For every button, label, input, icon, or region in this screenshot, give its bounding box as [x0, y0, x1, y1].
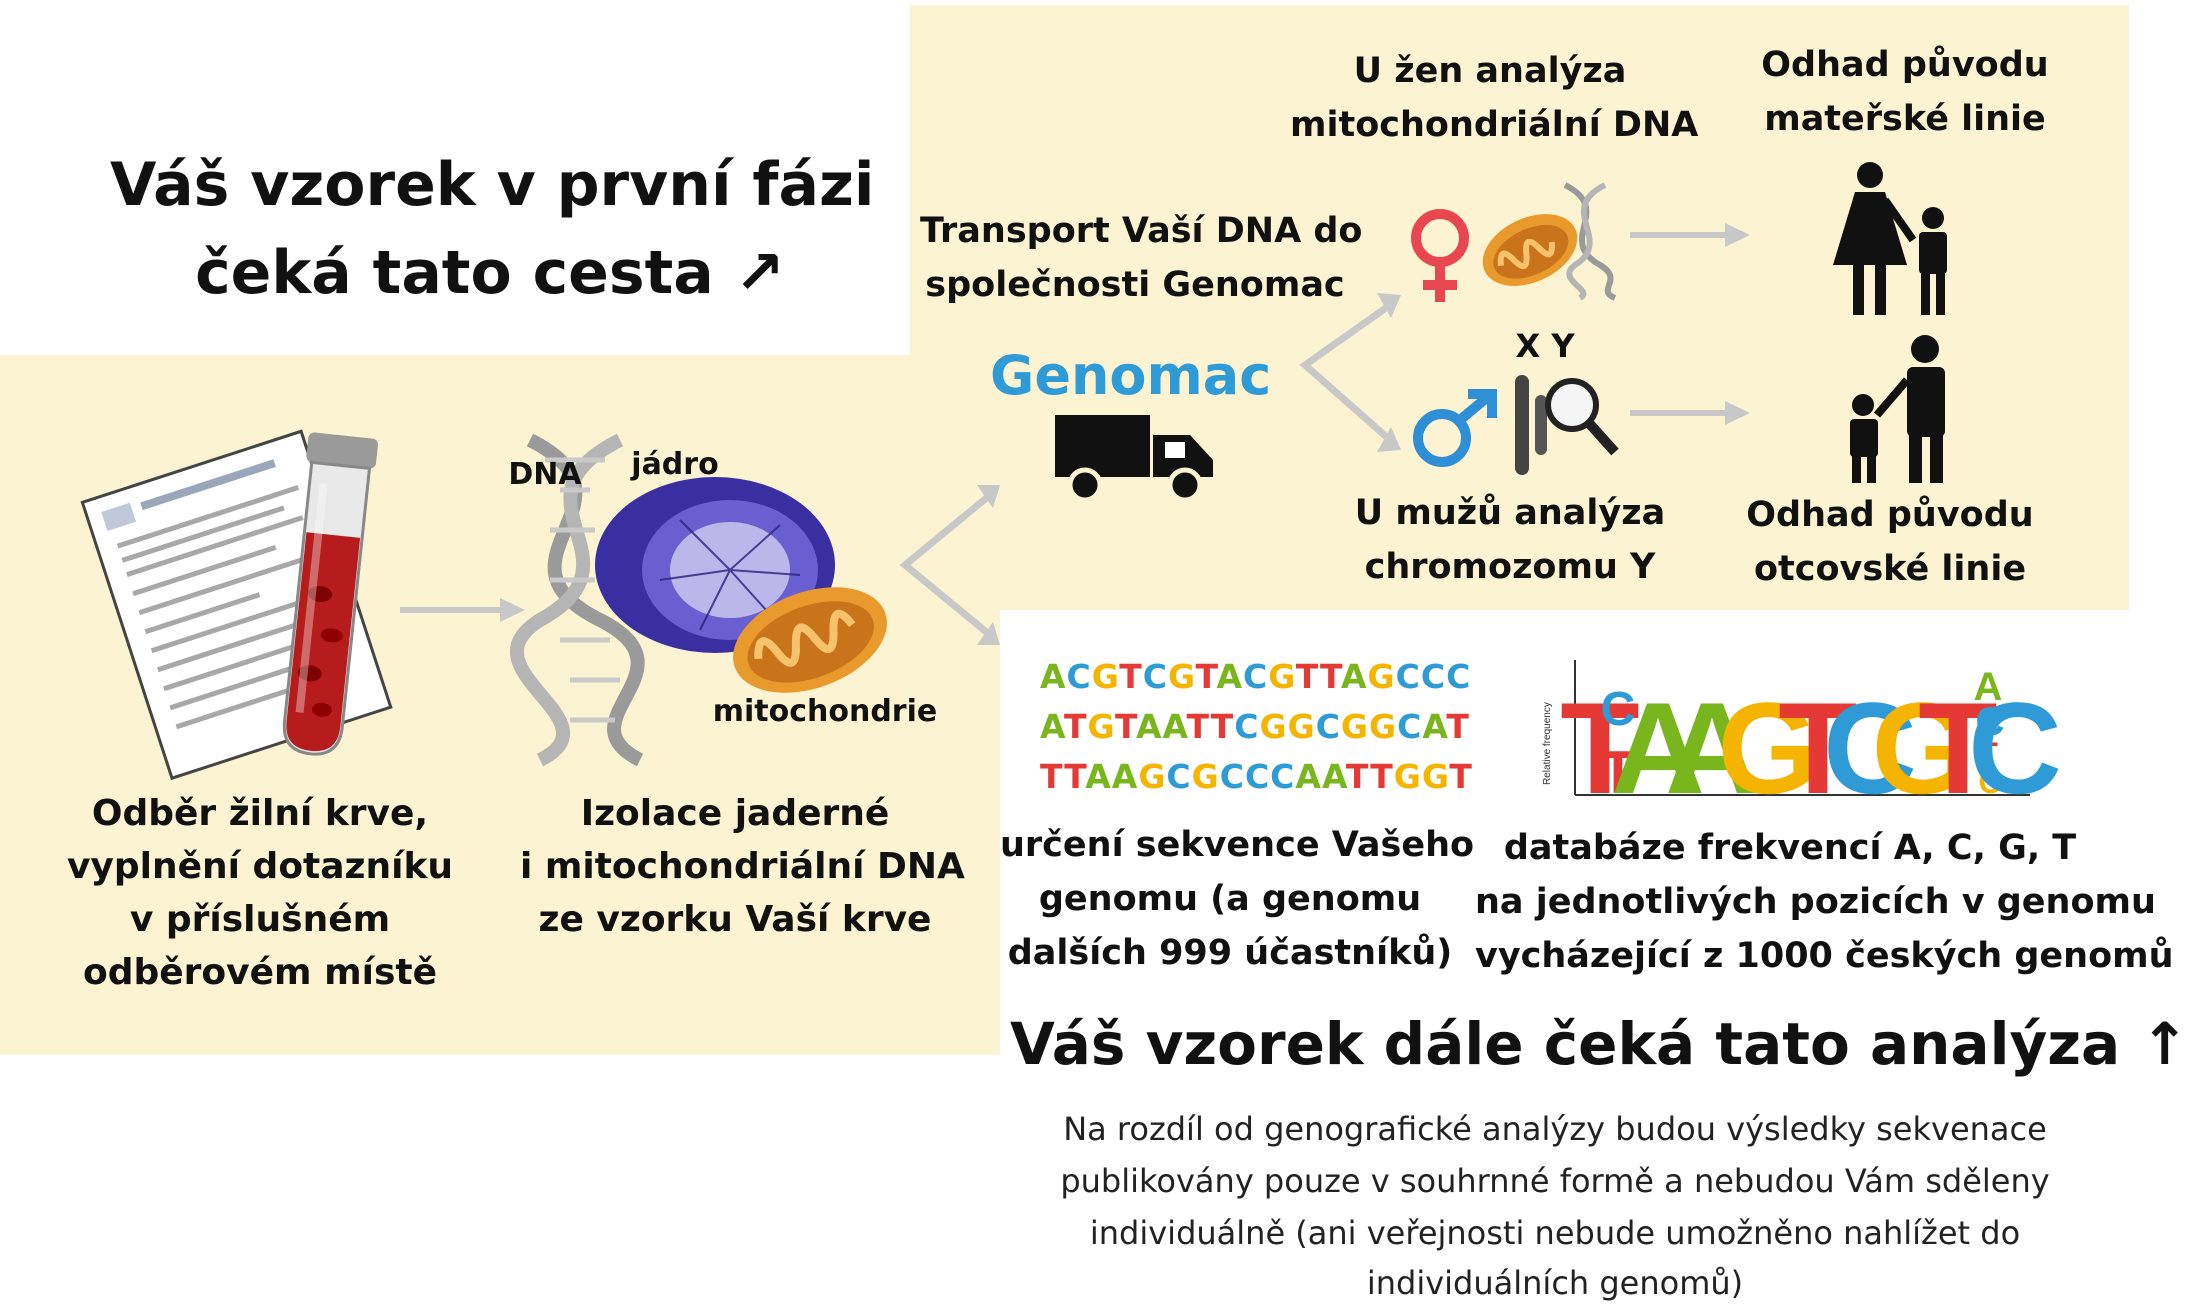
logo-ylabel: Relative frequency [1542, 702, 1553, 785]
truck-icon [1055, 410, 1215, 509]
step-blood-line4: odběrovém místě [82, 952, 437, 993]
label-nucleus: jádro [631, 447, 719, 482]
men-line2: chromozomu Y [1364, 547, 1656, 587]
logo-letter: G [1871, 675, 1972, 821]
analysis-note-line1: Na rozdíl od genografické analýzy budou … [1063, 1110, 2047, 1148]
arrow-women-to-maternal [1630, 220, 1755, 254]
logo-letter: C [1968, 675, 2062, 821]
father-child-icon [1835, 335, 1965, 489]
questionnaire-icon [80, 429, 393, 781]
logo-letter: T [1600, 739, 1637, 806]
women-line1: U žen analýza [1353, 51, 1627, 91]
mitochondria-icon [725, 580, 895, 704]
analysis-note-line4: individuálních genomů) [1366, 1264, 1744, 1302]
label-dna: DNA [508, 457, 582, 492]
logo-letter: T [1560, 675, 1639, 821]
label-mitochondria: mitochondrie [712, 694, 938, 729]
analysis-note-line3: individuálně (ani veřejnosti nebude umož… [1089, 1214, 2021, 1252]
sequences-caption-line1: určení sekvence Vašeho [1000, 825, 1475, 865]
step-blood-line1: Odběr žilní krve, [91, 793, 429, 834]
logo-letter: C [1601, 683, 1636, 736]
sequence-block: ACGTCGTACGTTAGCCC ATGTAATTCGGCGGCAT TTAAGC… [1040, 652, 1472, 812]
dna-small-icon [1555, 180, 1625, 304]
paternal-line1: Odhad původu [1746, 495, 2034, 535]
logo-letter: A [1611, 675, 1705, 821]
step-blood-line3: v příslušném [129, 899, 391, 940]
fork-arrows-transport [1295, 290, 1405, 464]
arrow-blood-to-isolation [400, 595, 530, 629]
mitochondria-small-icon [1475, 205, 1585, 299]
male-symbol-icon [1410, 389, 1500, 474]
sequence-logo-plot: Relative frequency T C T A A G T C G T A… [1540, 655, 2062, 821]
sequence-row: ATGTAATTCGGCGGCAT [1040, 707, 1470, 746]
logo-letter: A [1665, 675, 1759, 821]
logo-caption-line3: vycházející z 1000 českých genomů [1475, 936, 2174, 976]
fork-arrows-left [895, 480, 1005, 654]
logo-caption-line1: databáze frekvencí A, C, G, T [1503, 828, 2077, 868]
mother-child-icon [1825, 160, 1965, 324]
logo-letter: T [1778, 675, 1857, 821]
step-blood-line2: vyplnění dotazníku [66, 846, 454, 887]
female-symbol-icon [1405, 205, 1475, 309]
transport-line1: Transport Vaší DNA do [920, 211, 1363, 251]
logo-letter: C [1823, 675, 1917, 821]
logo-letter: T [1918, 675, 1997, 821]
sequence-row: TTAAGCGCCCAATTGGT [1040, 757, 1473, 796]
transport-line2: společnosti Genomac [925, 265, 1345, 305]
step-isolation-line1: Izolace jaderné [580, 793, 890, 834]
maternal-line1: Odhad původu [1761, 45, 2049, 85]
title-left-line1: Váš vzorek v první fázi [110, 150, 875, 220]
step-isolation-line2: i mitochondriální DNA [520, 846, 965, 887]
chromosome-label: X Y [1515, 327, 1575, 365]
sequences-caption-line3: dalších 999 účastníků) [1007, 933, 1453, 973]
analysis-title: Váš vzorek dále čeká tato analýza ↑ [1010, 1010, 2189, 1078]
logo-letter: G [1717, 675, 1818, 821]
women-line2: mitochondriální DNA [1290, 105, 1699, 145]
logo-caption-line2: na jednotlivých pozicích v genomu [1475, 882, 2156, 922]
maternal-line2: mateřské linie [1764, 99, 2046, 139]
sequences-caption-line2: genomu (a genomu [1038, 879, 1422, 919]
logo-letter: A [1974, 665, 2003, 709]
men-line1: U mužů analýza [1354, 493, 1666, 533]
logo-letter: T [1978, 736, 1998, 772]
arrow-men-to-paternal [1630, 398, 1755, 432]
genomac-logo: Genomac [990, 344, 1272, 407]
logo-letter: C [1978, 764, 2001, 800]
title-left-line2: čeká tato cesta ↗ [195, 238, 785, 308]
step-isolation-line3: ze vzorku Vaší krve [538, 899, 932, 940]
blood-tube-icon [270, 425, 390, 769]
analysis-note-line2: publikovány pouze v souhrnné formě a neb… [1060, 1162, 2050, 1200]
dna-helix-icon [500, 430, 700, 767]
chromosome-y-icon [1510, 370, 1620, 484]
paternal-line2: otcovské linie [1753, 549, 2027, 589]
sequence-row: ACGTCGTACGTTAGCCC [1040, 657, 1472, 696]
logo-letter: C [1976, 700, 2005, 744]
